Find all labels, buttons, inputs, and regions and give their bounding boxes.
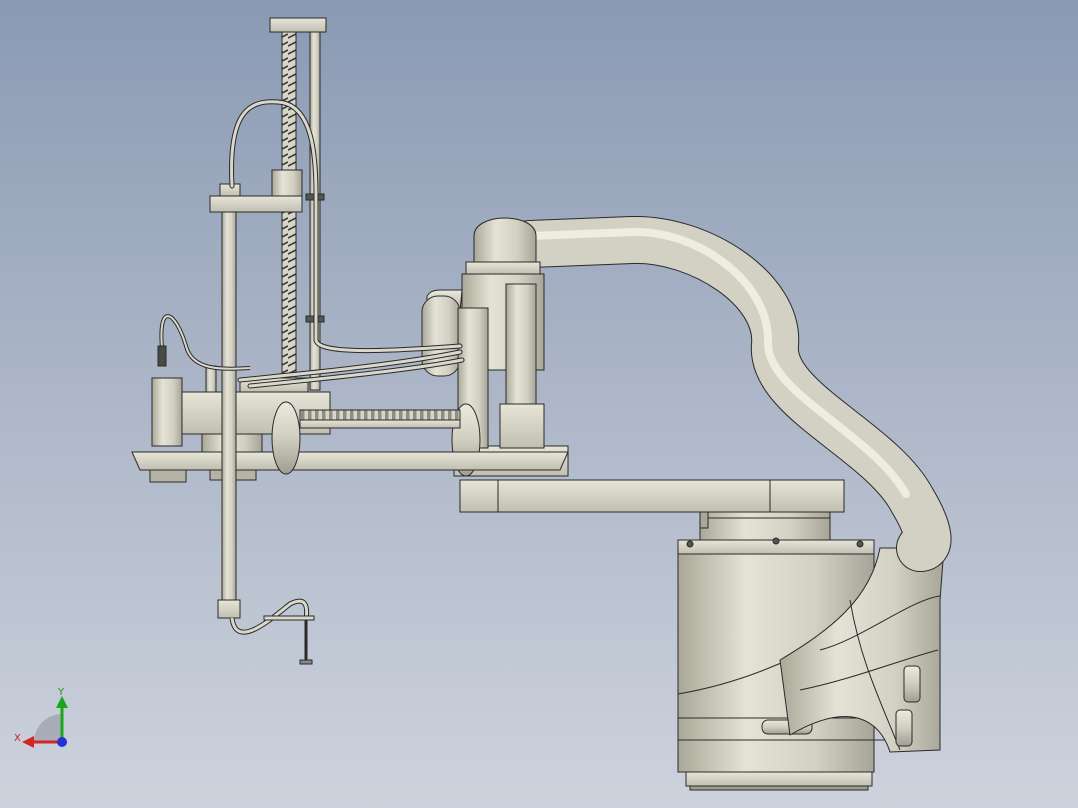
sensor-cable[interactable] [157,314,251,371]
cable-loop[interactable] [229,99,465,389]
slider-block[interactable] [209,169,303,213]
triad-x-label: X [14,733,21,744]
cable-conduit-arch[interactable] [506,216,952,572]
upper-arm-link[interactable] [459,479,845,529]
triad-axes-icon [22,696,68,748]
top-plate[interactable] [269,17,327,33]
motor-cylinder[interactable] [421,283,545,477]
triad-y-label: Y [58,687,65,698]
end-effector-nozzle[interactable] [229,598,315,665]
gear-rack[interactable] [299,409,461,429]
base-cable-elbow[interactable] [779,547,945,753]
coordinate-triad: Y X [10,684,80,754]
vertical-shaft[interactable] [217,211,241,619]
